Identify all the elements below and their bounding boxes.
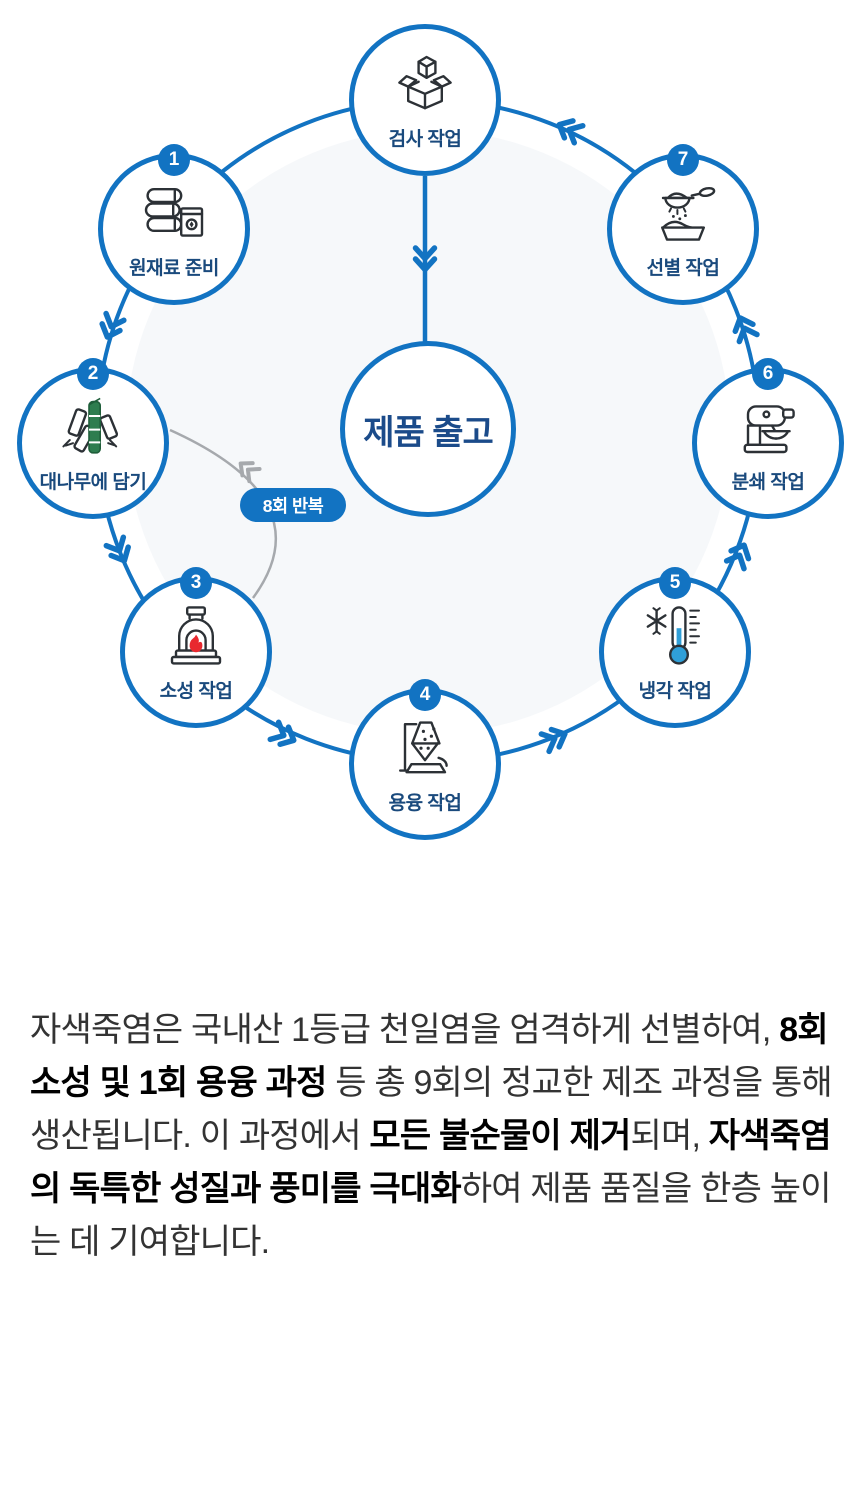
step-node-3: 3 소성 작업 — [120, 567, 272, 728]
description-paragraph: 자색죽염은 국내산 1등급 천일염을 엄격하게 선별하여, 8회 소성 및 1회… — [30, 1011, 833, 1262]
step-label: 용융 작업 — [388, 793, 462, 814]
step-node-5: 5 냉각 작업 — [599, 567, 751, 728]
step-node-7: 7 선별 작업 — [607, 144, 759, 305]
bamboo-icon — [62, 397, 119, 454]
repeat-loop-arrow-icon — [238, 461, 262, 484]
salt-sacks-icon — [144, 188, 204, 237]
step-number-badge: 5 — [659, 567, 691, 599]
arrow-step1-to-step2-icon — [98, 314, 123, 341]
process-cycle-diagram: 검사 작업 1 원재료 준비 2 — [17, 24, 844, 840]
step-number-badge: 2 — [77, 358, 109, 390]
step-label: 냉각 작업 — [638, 681, 712, 702]
arrow-step7-to-inspection-icon — [555, 116, 583, 143]
step-label: 대나무에 담기 — [39, 472, 147, 493]
step-node-2: 2 대나무에 담기 — [17, 358, 169, 519]
step-label: 소성 작업 — [159, 681, 233, 702]
kiln-fire-icon — [170, 606, 222, 665]
step-number-badge: 3 — [180, 567, 212, 599]
step-number-badge: 4 — [409, 679, 441, 711]
melting-furnace-icon — [399, 721, 448, 774]
inspection-box-icon — [398, 55, 452, 110]
step-label: 분쇄 작업 — [731, 472, 805, 493]
step-number-badge: 7 — [667, 144, 699, 176]
step-node-1: 1 원재료 준비 — [98, 144, 250, 305]
step-label: 검사 작업 — [388, 129, 462, 150]
center-node-shipment: 제품 출고 — [340, 341, 516, 517]
step-label: 원재료 준비 — [129, 258, 219, 279]
step-node-4: 4 용융 작업 — [349, 679, 501, 840]
step-number-badge: 6 — [752, 358, 784, 390]
step-label: 선별 작업 — [646, 258, 720, 279]
repeat-8-times-badge: 8회 반복 — [240, 488, 346, 522]
grinder-mixer-icon — [743, 405, 795, 454]
step-number-badge: 1 — [158, 144, 190, 176]
step-node-inspection: 검사 작업 — [349, 24, 501, 176]
center-label: 제품 출고 — [363, 413, 494, 452]
arrow-step2-to-step3-icon — [106, 537, 133, 565]
step-node-6: 6 분쇄 작업 — [692, 358, 844, 519]
thermometer-snowflake-icon — [646, 606, 700, 665]
sieve-bowl-icon — [661, 186, 716, 241]
